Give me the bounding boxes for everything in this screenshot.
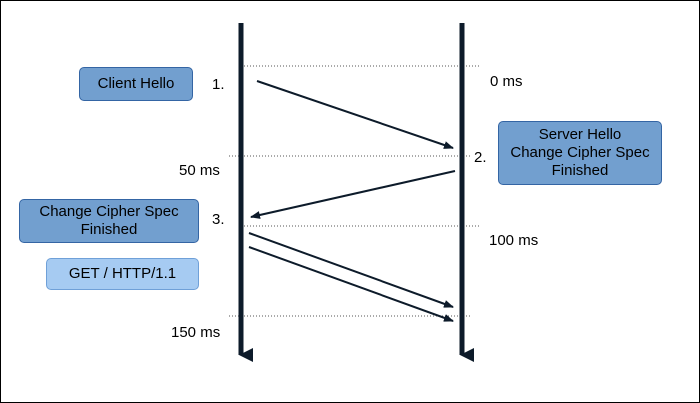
arrow-client-hello xyxy=(256,80,454,149)
client-hello-box: Client Hello xyxy=(79,67,193,101)
client-hello-line-1: Client Hello xyxy=(97,75,175,92)
time-label-0ms: 0 ms xyxy=(490,73,523,90)
time-label-150ms: 150 ms xyxy=(171,324,220,341)
get-request-box: GET / HTTP/1.1 xyxy=(46,258,199,290)
step-2-label: 2. xyxy=(474,149,487,166)
arrow-get-request xyxy=(248,246,454,322)
arrow-change-cipher-spec xyxy=(248,232,454,308)
step-3-label: 3. xyxy=(212,211,225,228)
step-1-label: 1. xyxy=(212,76,225,93)
time-label-100ms: 100 ms xyxy=(489,232,538,249)
time-label-50ms: 50 ms xyxy=(179,162,220,179)
server-hello-line-2: Change Cipher Spec xyxy=(510,144,650,161)
arrow-server-hello xyxy=(250,170,456,219)
server-hello-line-1: Server Hello xyxy=(538,126,622,143)
get-request-line-1: GET / HTTP/1.1 xyxy=(68,265,177,282)
client-finish-box: Change Cipher Spec Finished xyxy=(19,199,199,243)
client-finish-line-2: Finished xyxy=(80,221,138,238)
client-finish-line-1: Change Cipher Spec xyxy=(39,203,179,220)
server-hello-line-3: Finished xyxy=(551,162,609,179)
server-hello-box: Server Hello Change Cipher Spec Finished xyxy=(498,121,662,185)
